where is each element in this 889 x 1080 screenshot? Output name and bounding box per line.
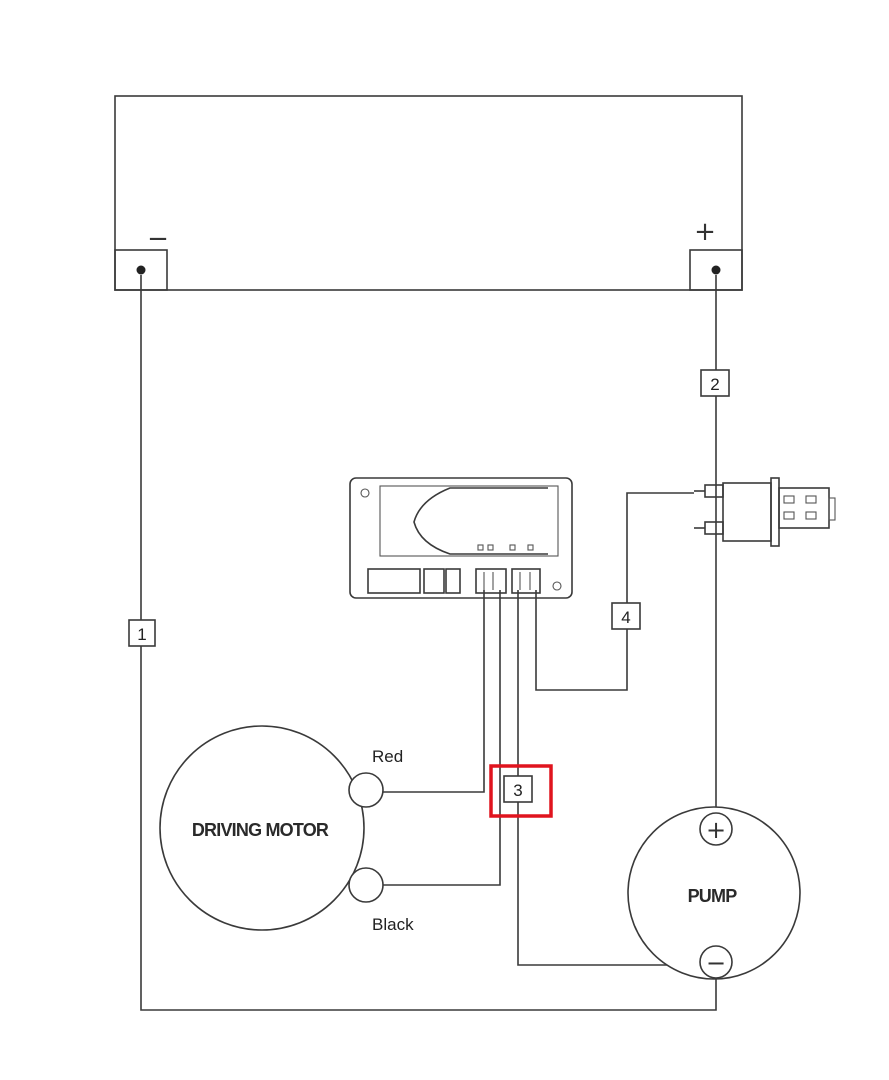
battery-body bbox=[114, 95, 743, 291]
solenoid-relay bbox=[694, 477, 836, 547]
motor-black-wire bbox=[382, 590, 501, 886]
wire-3-label: 3 bbox=[513, 781, 522, 800]
wire-4-tag bbox=[611, 602, 641, 630]
motor-label: DRIVING MOTOR bbox=[192, 820, 329, 840]
black-wire-label: Black bbox=[372, 915, 414, 934]
wire-4 bbox=[535, 492, 694, 691]
relay-pin bbox=[783, 511, 795, 520]
wire-4-label: 4 bbox=[621, 608, 630, 627]
wire-3 bbox=[517, 590, 700, 966]
red-wire-label: Red bbox=[372, 747, 403, 766]
relay-tab bbox=[828, 497, 836, 521]
controller-connector bbox=[445, 568, 461, 594]
pump-pos-symbol: + bbox=[706, 816, 726, 844]
pos-terminal-dot bbox=[711, 265, 721, 275]
pump-pos-terminal bbox=[699, 812, 733, 846]
controller-display bbox=[379, 485, 559, 557]
wire-3-tag bbox=[503, 775, 533, 803]
neg-terminal-dot bbox=[136, 265, 146, 275]
motor-body bbox=[159, 725, 365, 931]
mount-hole bbox=[552, 581, 562, 591]
wire-3-highlight bbox=[489, 764, 553, 818]
motor-black-terminal bbox=[348, 867, 384, 903]
pump-body bbox=[627, 806, 801, 980]
display-curve bbox=[413, 487, 548, 555]
indicator bbox=[477, 544, 484, 551]
indicator bbox=[509, 544, 516, 551]
controller-connector bbox=[423, 568, 445, 594]
indicator bbox=[487, 544, 494, 551]
controller-housing bbox=[349, 477, 573, 599]
relay-cap bbox=[778, 487, 830, 529]
pump-neg-symbol: − bbox=[706, 949, 726, 977]
indicator bbox=[527, 544, 534, 551]
pump: + − PUMP bbox=[627, 806, 801, 980]
relay-post-bottom bbox=[704, 521, 724, 535]
pump-label: PUMP bbox=[688, 886, 738, 906]
mount-hole bbox=[360, 488, 370, 498]
motor-red-wire bbox=[382, 590, 485, 793]
controller-unit bbox=[349, 477, 573, 599]
battery-pos-symbol: + bbox=[694, 217, 716, 247]
battery: − + bbox=[114, 95, 743, 291]
controller-connector-pump bbox=[511, 568, 541, 594]
relay-pin bbox=[805, 511, 817, 520]
battery-neg-symbol: − bbox=[147, 224, 169, 254]
relay-post-top bbox=[704, 484, 724, 498]
wire-2-label: 2 bbox=[710, 375, 719, 394]
wire-1-tag bbox=[128, 619, 156, 647]
relay-pin bbox=[805, 495, 817, 504]
relay-flange bbox=[770, 477, 780, 547]
controller-connector bbox=[367, 568, 421, 594]
motor-red-terminal bbox=[348, 772, 384, 808]
wire-2-tag bbox=[700, 369, 730, 397]
driving-motor: DRIVING MOTOR Red Black bbox=[159, 725, 414, 934]
controller-connector-motor bbox=[475, 568, 507, 594]
wire-1-label: 1 bbox=[137, 625, 146, 644]
relay-pin bbox=[783, 495, 795, 504]
relay-body bbox=[722, 482, 772, 542]
pump-neg-terminal bbox=[699, 945, 733, 979]
